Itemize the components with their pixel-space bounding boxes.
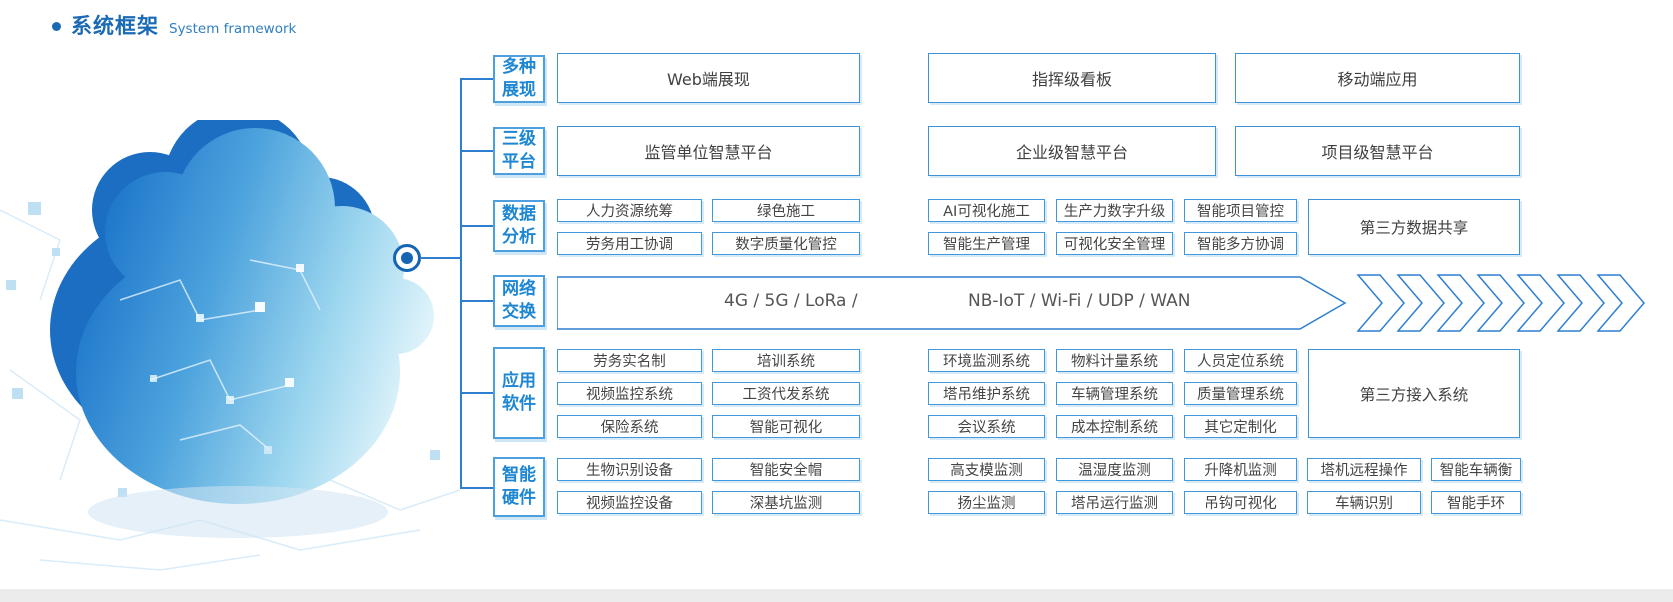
- row-label-line: 智能: [502, 465, 536, 486]
- diagram-box: 智能生产管理: [928, 232, 1045, 255]
- diagram-box: 指挥级看板: [928, 53, 1216, 103]
- chevron-icon: [1436, 274, 1485, 332]
- connector-node-icon: [393, 244, 421, 272]
- diagram-box: 其它定制化: [1184, 415, 1297, 438]
- diagram-box: 智能可视化: [712, 415, 860, 438]
- row-label-line: 三级: [502, 129, 536, 150]
- diagram-box: 可视化安全管理: [1056, 232, 1173, 255]
- row-label-line: 平台: [502, 152, 536, 172]
- row-label-line: 展现: [502, 80, 536, 100]
- network-protocols-left: 4G / 5G / LoRa /: [724, 291, 858, 311]
- chevron-icon: [1476, 274, 1525, 332]
- diagram-box: 扬尘监测: [928, 491, 1045, 514]
- network-protocols-right: NB-IoT / Wi-Fi / UDP / WAN: [968, 291, 1191, 311]
- branch-line: [460, 487, 493, 489]
- diagram-box: 深基坑监测: [712, 491, 860, 514]
- cloud-illustration: [0, 120, 461, 571]
- cloud-shadow: [88, 486, 388, 538]
- branch-line: [460, 392, 493, 394]
- branch-line: [460, 225, 493, 227]
- row-label-line: 分析: [502, 227, 536, 247]
- diagram-box: 物料计量系统: [1056, 349, 1173, 372]
- diagram-box: 温湿度监测: [1056, 458, 1173, 481]
- row-label-network-exchange: 网络 交换: [493, 275, 545, 327]
- diagram-box: 智能车辆衡: [1431, 458, 1521, 481]
- cloud-main-body: [76, 128, 434, 504]
- row-label-line: 应用: [502, 371, 536, 392]
- connector-line: [420, 257, 460, 259]
- row-label-app-software: 应用 软件: [493, 347, 545, 439]
- diagram-box: 数字质量化管控: [712, 232, 860, 255]
- diagram-box: 智能手环: [1431, 491, 1521, 514]
- diagram-box: 视频监控设备: [557, 491, 702, 514]
- diagram-box: 车辆识别: [1307, 491, 1421, 514]
- diagram-box: 高支模监测: [928, 458, 1045, 481]
- diagram-box: 塔吊维护系统: [928, 382, 1045, 405]
- row-label-smart-hardware: 智能 硬件: [493, 457, 545, 517]
- branch-line: [460, 300, 493, 302]
- chevron-icon: [1356, 274, 1405, 332]
- circuit-squares-cloud: [150, 264, 304, 454]
- diagram-box: AI可视化施工: [928, 199, 1045, 222]
- diagram-box: 企业级智慧平台: [928, 126, 1216, 176]
- diagram-box: 劳务实名制: [557, 349, 702, 372]
- diagram-box-third-party-access: 第三方接入系统: [1308, 349, 1520, 438]
- trunk-line: [460, 78, 462, 488]
- diagram-box: 智能安全帽: [712, 458, 860, 481]
- diagram-box: 项目级智慧平台: [1235, 126, 1520, 176]
- diagram-box: Web端展现: [557, 53, 860, 103]
- page-title: 系统框架: [71, 14, 159, 38]
- diagram-box: 升降机监测: [1184, 458, 1297, 481]
- bullet-icon: [52, 21, 61, 31]
- diagram-box: 培训系统: [712, 349, 860, 372]
- diagram-box: 生物识别设备: [557, 458, 702, 481]
- diagram-box: 视频监控系统: [557, 382, 702, 405]
- row-label-line: 网络: [502, 279, 536, 300]
- row-label-line: 硬件: [502, 488, 536, 508]
- diagram-box: 成本控制系统: [1056, 415, 1173, 438]
- diagram-box: 会议系统: [928, 415, 1045, 438]
- diagram-box: 塔吊运行监测: [1056, 491, 1173, 514]
- diagram-box: 质量管理系统: [1184, 382, 1297, 405]
- diagram-box: 绿色施工: [712, 199, 860, 222]
- chevron-icon: [1516, 274, 1565, 332]
- chevron-icon: [1596, 274, 1645, 332]
- page-header: 系统框架 System framework: [52, 10, 296, 40]
- row-label-three-level-platform: 三级 平台: [493, 127, 545, 175]
- diagram-box: 智能项目管控: [1184, 199, 1297, 222]
- diagram-box: 劳务用工协调: [557, 232, 702, 255]
- diagram-box: 工资代发系统: [712, 382, 860, 405]
- diagram-box: 塔机远程操作: [1307, 458, 1421, 481]
- diagram-box: 生产力数字升级: [1056, 199, 1173, 222]
- diagram-box: 环境监测系统: [928, 349, 1045, 372]
- diagram-box: 监管单位智慧平台: [557, 126, 860, 176]
- chevron-icon: [1396, 274, 1445, 332]
- row-label-data-analysis: 数据 分析: [493, 200, 545, 252]
- diagram-box-third-party-data: 第三方数据共享: [1308, 199, 1520, 255]
- chevron-icon: [1556, 274, 1605, 332]
- diagram-box: 人员定位系统: [1184, 349, 1297, 372]
- diagram-box: 车辆管理系统: [1056, 382, 1173, 405]
- page-subtitle: System framework: [169, 21, 297, 37]
- row-label-multi-display: 多种 展现: [493, 55, 545, 103]
- row-label-line: 多种: [502, 57, 536, 78]
- chevron-icons: [1356, 274, 1645, 332]
- branch-line: [460, 78, 493, 80]
- diagram-box: 移动端应用: [1235, 53, 1520, 103]
- diagram-box: 保险系统: [557, 415, 702, 438]
- network-banner: [557, 274, 1645, 332]
- bottom-divider: [0, 589, 1673, 602]
- diagram-box: 人力资源统筹: [557, 199, 702, 222]
- branch-line: [460, 150, 493, 152]
- diagram-box: 智能多方协调: [1184, 232, 1297, 255]
- diagram-box: 吊钩可视化: [1184, 491, 1297, 514]
- network-arrow-shape: [557, 276, 1347, 330]
- row-label-line: 软件: [502, 394, 536, 414]
- row-label-line: 数据: [502, 204, 536, 225]
- row-label-line: 交换: [502, 302, 536, 322]
